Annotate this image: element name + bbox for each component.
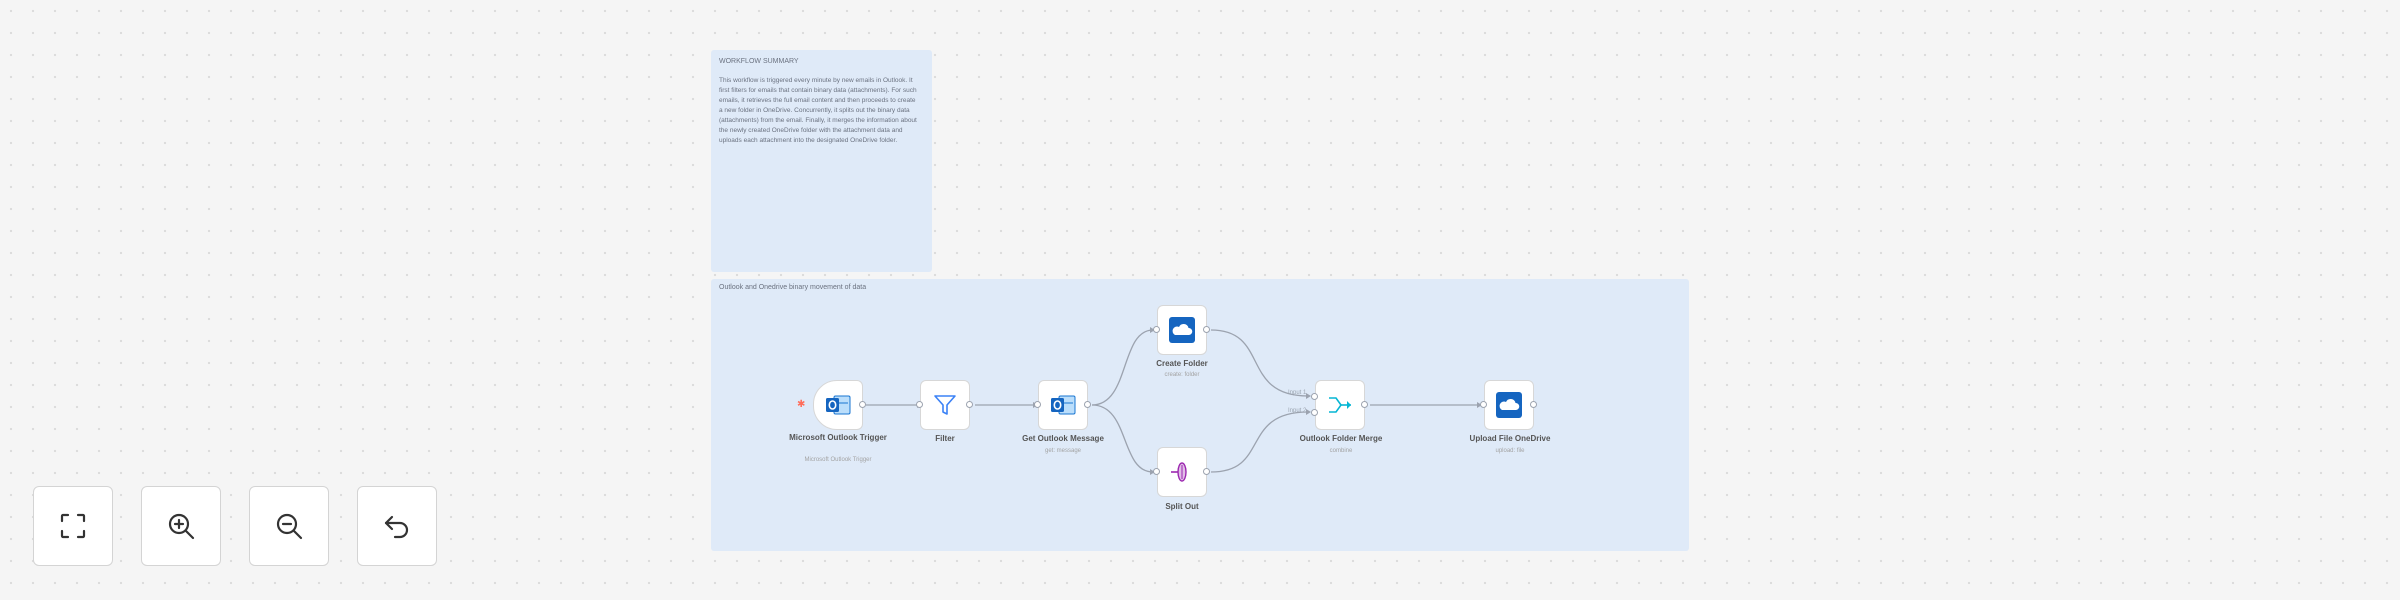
- onedrive-icon: [1169, 317, 1195, 343]
- merge-output-handle[interactable]: [1361, 401, 1368, 408]
- upload-input-handle[interactable]: [1480, 401, 1487, 408]
- group-title: Outlook and Onedrive binary movement of …: [719, 284, 867, 291]
- filter-icon: [934, 395, 956, 415]
- undo-icon: [384, 515, 409, 539]
- node-title-trigger: Microsoft Outlook Trigger: [789, 433, 887, 442]
- zoom-in-button[interactable]: [141, 486, 221, 566]
- upload-output-handle[interactable]: [1530, 401, 1537, 408]
- outlook-icon: [826, 395, 851, 415]
- filter-output-handle[interactable]: [966, 401, 973, 408]
- merge-input-1-label: Input 1: [1288, 390, 1307, 396]
- node-title-filter: Filter: [935, 434, 955, 443]
- node-subtitle-get-message: get: message: [1044, 448, 1082, 454]
- node-subtitle-upload: upload: file: [1495, 448, 1525, 454]
- trigger-output-handle[interactable]: [859, 401, 866, 408]
- summary-sticky-note[interactable]: WORKFLOW SUMMARY This workflow is trigge…: [711, 50, 932, 272]
- merge-input-2-label: Input 2: [1288, 408, 1307, 414]
- create-folder-output-handle[interactable]: [1203, 326, 1210, 333]
- edge-get-message-split-out: [1091, 404, 1154, 473]
- node-subtitle-create-folder: create: folder: [1164, 372, 1200, 378]
- node-split-out[interactable]: [1157, 447, 1207, 497]
- merge-input-1-handle[interactable]: [1311, 393, 1318, 400]
- zoom-out-button[interactable]: [249, 486, 329, 566]
- get-message-input-handle[interactable]: [1034, 401, 1041, 408]
- node-microsoft-outlook-trigger[interactable]: [813, 380, 863, 430]
- split-out-input-handle[interactable]: [1153, 468, 1160, 475]
- node-get-outlook-message[interactable]: [1038, 380, 1088, 430]
- node-title-split-out: Split Out: [1165, 502, 1199, 511]
- node-subtitle-merge: combine: [1329, 448, 1353, 454]
- summary-title: WORKFLOW SUMMARY: [719, 58, 799, 65]
- node-title-create-folder: Create Folder: [1156, 359, 1208, 368]
- node-create-folder[interactable]: [1157, 305, 1207, 355]
- node-title-merge: Outlook Folder Merge: [1299, 434, 1383, 443]
- onedrive-icon: [1496, 392, 1522, 418]
- get-message-output-handle[interactable]: [1084, 401, 1091, 408]
- outlook-icon: [1051, 395, 1076, 415]
- node-title-upload: Upload File OneDrive: [1469, 434, 1551, 443]
- node-upload-file-onedrive[interactable]: [1484, 380, 1534, 430]
- node-outlook-folder-merge[interactable]: [1315, 380, 1365, 430]
- node-title-get-message: Get Outlook Message: [1022, 434, 1104, 443]
- edge-get-message-create-folder: [1091, 329, 1154, 406]
- summary-body: This workflow is triggered every minute …: [719, 77, 917, 144]
- zoom-in-icon: [168, 513, 195, 540]
- merge-input-2-handle[interactable]: [1311, 409, 1318, 416]
- node-subtitle-trigger: Microsoft Outlook Trigger: [804, 457, 872, 463]
- merge-icon: [1329, 397, 1351, 413]
- node-filter[interactable]: [920, 380, 970, 430]
- edge-split-out-merge: [1210, 411, 1309, 473]
- zoom-out-icon: [276, 513, 303, 540]
- undo-button[interactable]: [357, 486, 437, 566]
- split-out-icon: [1171, 462, 1187, 482]
- trigger-star-icon: ✱: [797, 399, 806, 410]
- fit-view-button[interactable]: [33, 486, 113, 566]
- fit-view-icon: [60, 513, 86, 539]
- create-folder-input-handle[interactable]: [1153, 326, 1160, 333]
- edge-create-folder-merge: [1210, 329, 1309, 397]
- filter-input-handle[interactable]: [916, 401, 923, 408]
- split-out-output-handle[interactable]: [1203, 468, 1210, 475]
